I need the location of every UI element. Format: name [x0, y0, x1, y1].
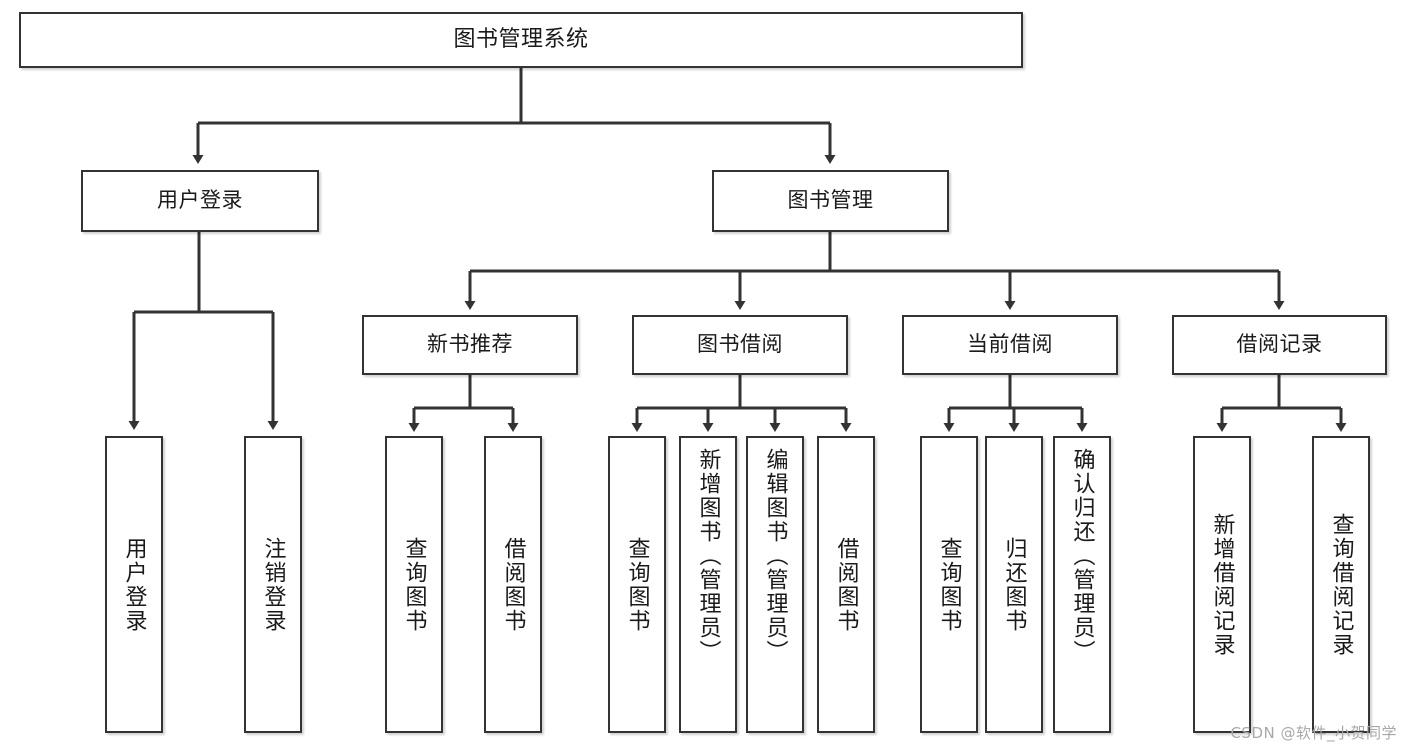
node-current-borrow-label: 当前借阅 — [967, 332, 1053, 357]
node-user-login-label: 用户登录 — [157, 188, 243, 213]
node-leaf-logout-label: 注销登录 — [260, 536, 286, 633]
csdn-watermark: CSDN @软件_小贺同学 — [1230, 724, 1397, 742]
node-leaf-user-login[interactable]: 用户登录 — [105, 436, 163, 733]
node-leaf-return-book[interactable]: 归还图书 — [985, 436, 1043, 733]
node-book-manage-label: 图书管理 — [787, 188, 874, 213]
node-book-borrow-label: 图书借阅 — [697, 332, 783, 357]
node-leaf-edit-book[interactable]: 编辑图书（管理员） — [746, 436, 804, 733]
node-leaf-user-login-label: 用户登录 — [121, 536, 147, 633]
node-leaf-query-book-2[interactable]: 查询图书 — [608, 436, 666, 733]
node-leaf-add-book[interactable]: 新增图书（管理员） — [679, 436, 737, 733]
node-leaf-add-record-label: 新增借阅记录 — [1209, 512, 1235, 657]
node-borrow-record-label: 借阅记录 — [1236, 332, 1323, 357]
node-leaf-return-book-label: 归还图书 — [1001, 536, 1027, 633]
node-leaf-query-book-3[interactable]: 查询图书 — [920, 436, 978, 733]
node-book-manage[interactable]: 图书管理 — [712, 170, 949, 232]
node-book-borrow[interactable]: 图书借阅 — [632, 315, 848, 375]
node-new-book-recommend-label: 新书推荐 — [427, 332, 513, 357]
node-leaf-query-book-1-label: 查询图书 — [401, 536, 427, 633]
node-leaf-query-book-3-label: 查询图书 — [936, 536, 962, 633]
node-leaf-query-record-label: 查询借阅记录 — [1328, 512, 1354, 657]
node-current-borrow[interactable]: 当前借阅 — [902, 315, 1118, 375]
node-leaf-add-record[interactable]: 新增借阅记录 — [1193, 436, 1251, 733]
node-leaf-confirm-return-label: 确认归还（管理员） — [1069, 448, 1095, 664]
node-leaf-confirm-return[interactable]: 确认归还（管理员） — [1053, 436, 1111, 733]
node-leaf-query-record[interactable]: 查询借阅记录 — [1312, 436, 1370, 733]
node-borrow-record[interactable]: 借阅记录 — [1172, 315, 1387, 375]
node-leaf-query-book-2-label: 查询图书 — [624, 536, 650, 633]
node-leaf-borrow-book-2[interactable]: 借阅图书 — [817, 436, 875, 733]
node-leaf-borrow-book-1-label: 借阅图书 — [500, 536, 526, 633]
node-leaf-edit-book-label: 编辑图书（管理员） — [762, 448, 788, 664]
node-root[interactable]: 图书管理系统 — [19, 12, 1023, 68]
node-leaf-logout[interactable]: 注销登录 — [244, 436, 302, 733]
node-leaf-borrow-book-1[interactable]: 借阅图书 — [484, 436, 542, 733]
node-leaf-query-book-1[interactable]: 查询图书 — [385, 436, 443, 733]
node-root-label: 图书管理系统 — [453, 26, 589, 52]
node-new-book-recommend[interactable]: 新书推荐 — [362, 315, 578, 375]
node-user-login[interactable]: 用户登录 — [81, 170, 319, 232]
node-leaf-add-book-label: 新增图书（管理员） — [695, 448, 721, 664]
node-leaf-borrow-book-2-label: 借阅图书 — [833, 536, 859, 633]
